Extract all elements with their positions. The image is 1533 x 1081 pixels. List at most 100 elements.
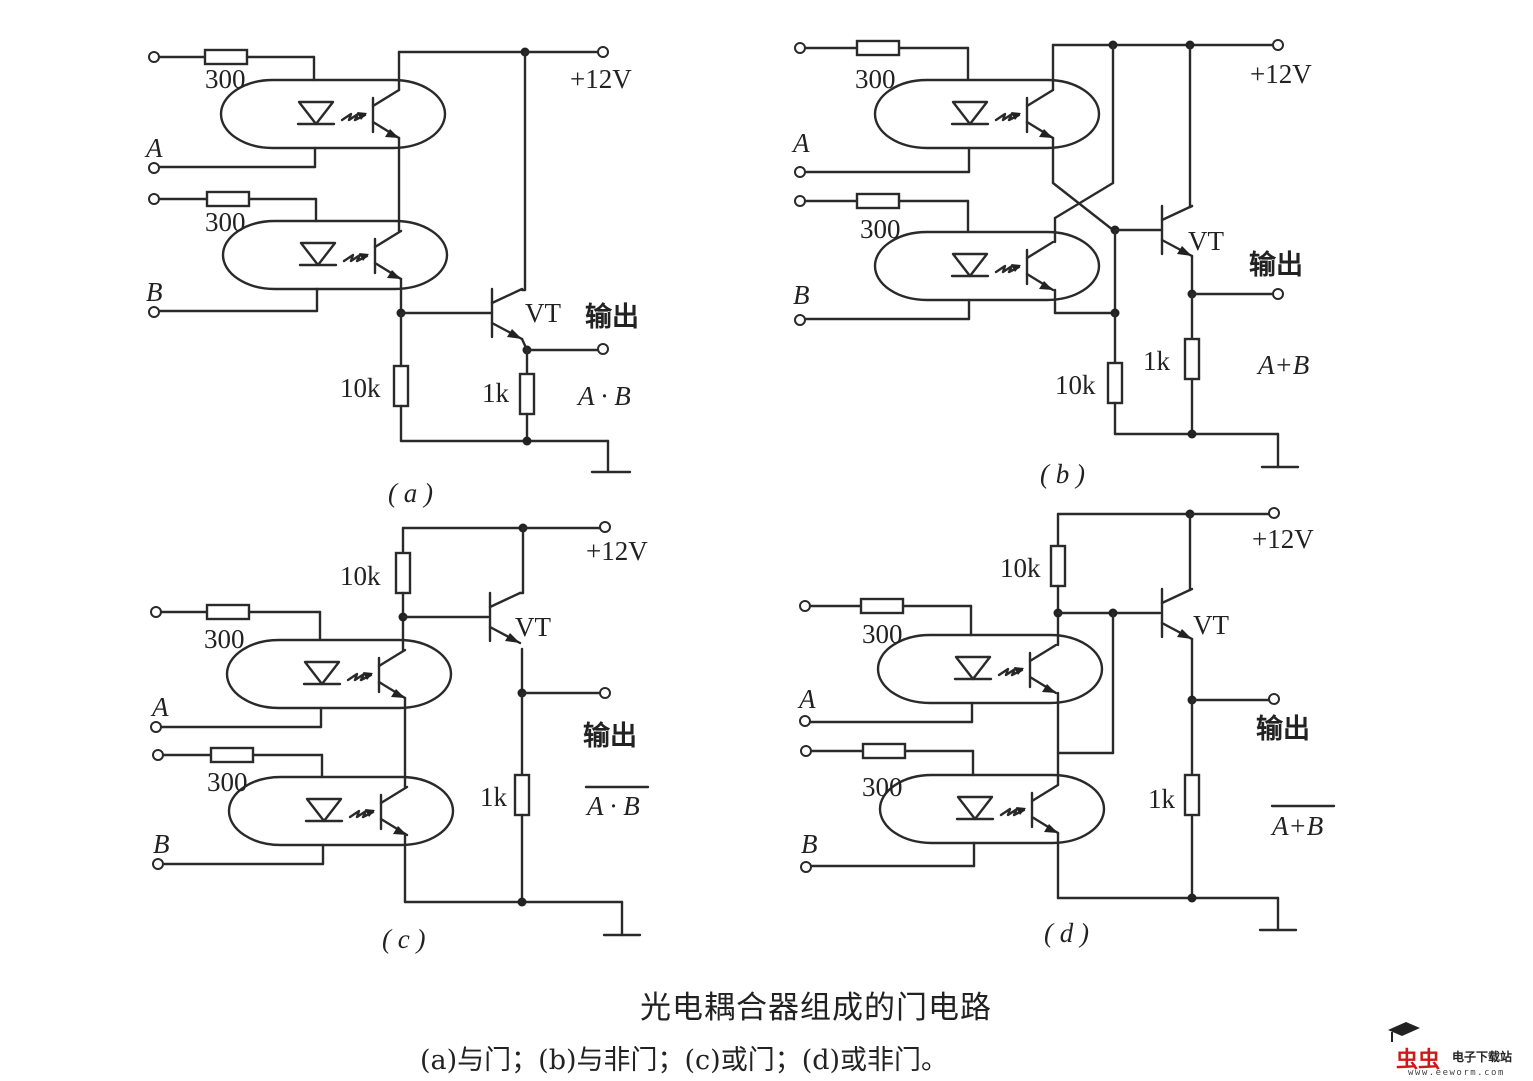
label-10k: 10k — [340, 561, 381, 591]
terminal-b-minus — [152, 858, 164, 870]
label-supply: +12V — [1250, 59, 1312, 89]
label-supply: +12V — [586, 536, 648, 566]
label-10k: 10k — [1055, 370, 1096, 400]
terminal-b-minus — [794, 314, 806, 326]
label-10k: 10k — [340, 373, 381, 403]
optocoupler-d2 — [878, 773, 1106, 845]
label-vt: VT — [1193, 610, 1229, 640]
circuit-c: 10k 300 300 A B +12V VT 输出 1k A · B ( c … — [150, 521, 650, 954]
watermark-brand: 虫虫 — [1396, 1048, 1441, 1073]
circuit-a: 300 300 A B +12V VT 输出 10k 1k A · B ( a … — [144, 46, 639, 508]
terminal-b-plus — [152, 749, 164, 761]
terminal-supply — [599, 521, 611, 533]
resistor-1k — [1183, 337, 1201, 381]
label-1k: 1k — [482, 378, 510, 408]
caption-c: ( c ) — [382, 924, 425, 954]
label-vt: VT — [515, 612, 551, 642]
resistor-1k — [513, 773, 531, 817]
resistor-300-b — [855, 192, 901, 210]
resistor-1k — [518, 372, 536, 416]
label-input-a: A — [791, 128, 810, 158]
label-1k: 1k — [480, 782, 508, 812]
terminal-output — [597, 343, 609, 355]
figure-title: 光电耦合器组成的门电路 — [640, 990, 992, 1026]
resistor-300-a — [855, 39, 901, 57]
label-input-b: B — [153, 829, 170, 859]
figure-subtitle: (a)与门；(b)与非门；(c)或门；(d)或非门。 — [420, 1045, 949, 1076]
label-300-b: 300 — [860, 214, 901, 244]
terminal-output — [1268, 693, 1280, 705]
label-300-a: 300 — [862, 619, 903, 649]
terminal-b-plus — [148, 193, 160, 205]
terminal-a-minus — [150, 721, 162, 733]
transistor-vt — [1160, 587, 1194, 641]
label-10k: 10k — [1000, 553, 1041, 583]
resistor-10k — [394, 551, 412, 595]
label-expression: A · B — [585, 791, 640, 821]
resistor-1k — [1183, 773, 1201, 817]
label-300-a: 300 — [204, 624, 245, 654]
label-vt: VT — [525, 298, 561, 328]
label-vt: VT — [1188, 226, 1224, 256]
terminal-a-plus — [150, 606, 162, 618]
terminal-a-plus — [794, 42, 806, 54]
caption-d: ( d ) — [1044, 918, 1089, 948]
resistor-300-b — [861, 742, 907, 760]
terminal-b-plus — [794, 195, 806, 207]
circuit-b: 300 300 A B +12V VT 输出 10k 1k A+B ( b ) — [791, 39, 1312, 489]
optocoupler-d1 — [876, 633, 1104, 705]
terminal-b-minus — [800, 861, 812, 873]
resistor-300-a — [205, 603, 251, 621]
resistor-10k — [1106, 361, 1124, 405]
resistor-300-b — [205, 190, 251, 208]
terminal-a-minus — [799, 715, 811, 727]
watermark-url: www.eeworm.com — [1408, 1068, 1505, 1078]
watermark-site-name: 电子下载站 — [1452, 1050, 1513, 1064]
label-1k: 1k — [1148, 784, 1176, 814]
label-supply: +12V — [570, 64, 632, 94]
terminal-a-minus — [794, 166, 806, 178]
terminal-b-minus — [148, 306, 160, 318]
label-output: 输出 — [585, 301, 639, 333]
terminal-b-plus — [800, 745, 812, 757]
label-output: 输出 — [1249, 249, 1303, 281]
terminal-output — [599, 687, 611, 699]
label-input-b: B — [146, 277, 163, 307]
optocoupler-a2 — [221, 219, 449, 291]
label-output: 输出 — [583, 720, 637, 752]
resistor-300-a — [203, 48, 249, 66]
label-300-a: 300 — [855, 64, 896, 94]
optocoupler-b2 — [873, 230, 1101, 302]
terminal-supply — [597, 46, 609, 58]
optocoupler-c1 — [225, 638, 453, 710]
label-input-a: A — [150, 692, 169, 722]
label-supply: +12V — [1252, 524, 1314, 554]
optocoupler-c2 — [227, 775, 455, 847]
optocoupler-b1 — [873, 78, 1101, 150]
label-1k: 1k — [1143, 346, 1171, 376]
label-expression: A+B — [1256, 350, 1309, 380]
resistor-300-b — [209, 746, 255, 764]
label-300-b: 300 — [205, 207, 246, 237]
terminal-supply — [1272, 39, 1284, 51]
label-output: 输出 — [1256, 713, 1310, 745]
caption-a: ( a ) — [388, 478, 433, 508]
label-300-b: 300 — [207, 767, 248, 797]
terminal-output — [1272, 288, 1284, 300]
terminal-a-minus — [148, 162, 160, 174]
label-expression: A · B — [576, 381, 631, 411]
label-300-a: 300 — [205, 64, 246, 94]
label-input-b: B — [801, 829, 818, 859]
caption-b: ( b ) — [1040, 459, 1085, 489]
circuit-d: 10k 300 300 A B +12V VT 输出 1k A+B ( d ) — [797, 507, 1336, 948]
label-300-b: 300 — [862, 772, 903, 802]
resistor-300-a — [859, 597, 905, 615]
graduation-cap-icon — [1388, 1022, 1420, 1042]
terminal-a-plus — [148, 51, 160, 63]
watermark-logo: 虫虫 电子下载站 www.eeworm.com — [1378, 1018, 1530, 1078]
label-input-a: A — [797, 684, 816, 714]
resistor-10k — [1049, 544, 1067, 588]
resistor-10k — [392, 364, 410, 408]
label-input-a: A — [144, 133, 163, 163]
